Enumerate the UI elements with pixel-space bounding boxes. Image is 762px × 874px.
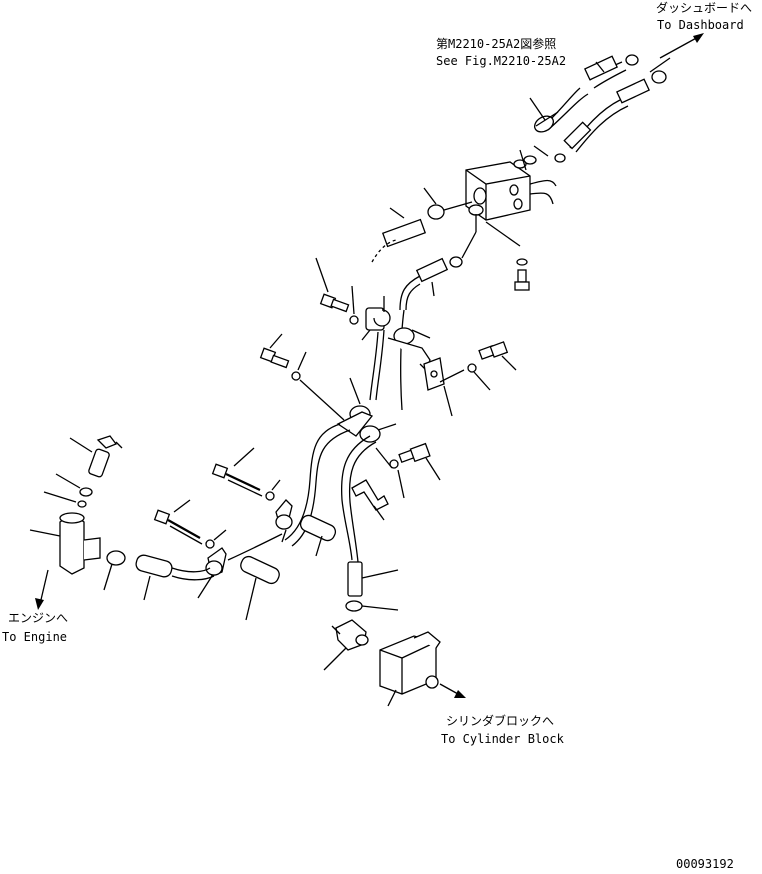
bolt-1 xyxy=(315,257,350,313)
connector-block xyxy=(465,155,557,221)
clip-upper xyxy=(361,296,391,341)
washer xyxy=(291,371,301,381)
drawing-number: 00093192 xyxy=(676,857,734,871)
clip-left-lower xyxy=(197,547,227,599)
bolt-4 xyxy=(211,447,263,497)
to-dashboard-jp-label: ダッシュボードへ xyxy=(656,0,752,15)
main-hose-upper xyxy=(399,257,449,311)
hose-clamp xyxy=(106,550,126,566)
cylinder-block-arrow xyxy=(439,683,466,698)
bolt-5 xyxy=(153,499,203,545)
reference-leader xyxy=(529,97,546,121)
washer xyxy=(265,491,275,501)
bracket-center xyxy=(351,479,389,521)
tube-sleeve-1 xyxy=(299,514,337,557)
bolt-leader xyxy=(485,221,521,247)
clip-left-upper xyxy=(275,499,293,543)
to-engine-jp-label: エンジンへ xyxy=(8,611,68,625)
hose-sleeve xyxy=(534,115,554,133)
reference-jp-label: 第M2210-25A2図参照 xyxy=(436,36,556,51)
cock-valve xyxy=(69,435,123,478)
hose-clamp xyxy=(625,54,639,66)
center-clamp xyxy=(336,377,397,443)
cylinder-block-fitting xyxy=(379,631,441,707)
hose-to-engine xyxy=(135,554,215,601)
washer xyxy=(349,315,359,325)
hose-end-leader xyxy=(649,57,671,73)
bracket-right xyxy=(423,357,453,417)
mounting-bolt-upper xyxy=(514,269,530,291)
dashboard-arrow xyxy=(659,33,704,59)
engine-arrow xyxy=(35,569,49,610)
protective-sleeve xyxy=(381,207,427,248)
hose-clamp xyxy=(651,70,667,84)
bolt-right xyxy=(478,341,517,371)
washer xyxy=(205,539,215,549)
bolt-leader xyxy=(299,379,345,421)
bolt-2 xyxy=(259,333,290,369)
hose-clamp xyxy=(554,153,566,163)
to-engine-en-label: To Engine xyxy=(2,630,67,644)
washer xyxy=(516,258,528,266)
to-cylinder-block-jp-label: シリンダブロックへ xyxy=(446,713,554,728)
fitting-nipple xyxy=(523,155,537,165)
drain-cock xyxy=(323,619,369,671)
o-ring xyxy=(77,500,87,508)
to-cylinder-block-en-label: To Cylinder Block xyxy=(441,732,565,746)
hose-clamp xyxy=(449,256,463,268)
main-hose-line xyxy=(400,309,405,411)
hose-sleeve xyxy=(563,121,592,150)
tube-sleeve-2 xyxy=(240,555,280,621)
clamp-right xyxy=(387,327,431,372)
lower-sleeve xyxy=(347,561,399,597)
hose-clamp xyxy=(427,204,445,220)
reference-en-label: See Fig.M2210-25A2 xyxy=(436,54,566,68)
elbow-fitting xyxy=(468,204,484,232)
to-dashboard-en-label: To Dashboard xyxy=(657,18,744,32)
washer xyxy=(467,363,477,373)
dashboard-hose-lower xyxy=(554,70,667,163)
hose-clamp xyxy=(345,600,363,612)
hose-sleeve xyxy=(616,78,650,104)
seal-ring xyxy=(79,487,93,497)
engine-fitting xyxy=(29,512,101,575)
bolt-3 xyxy=(389,442,441,499)
